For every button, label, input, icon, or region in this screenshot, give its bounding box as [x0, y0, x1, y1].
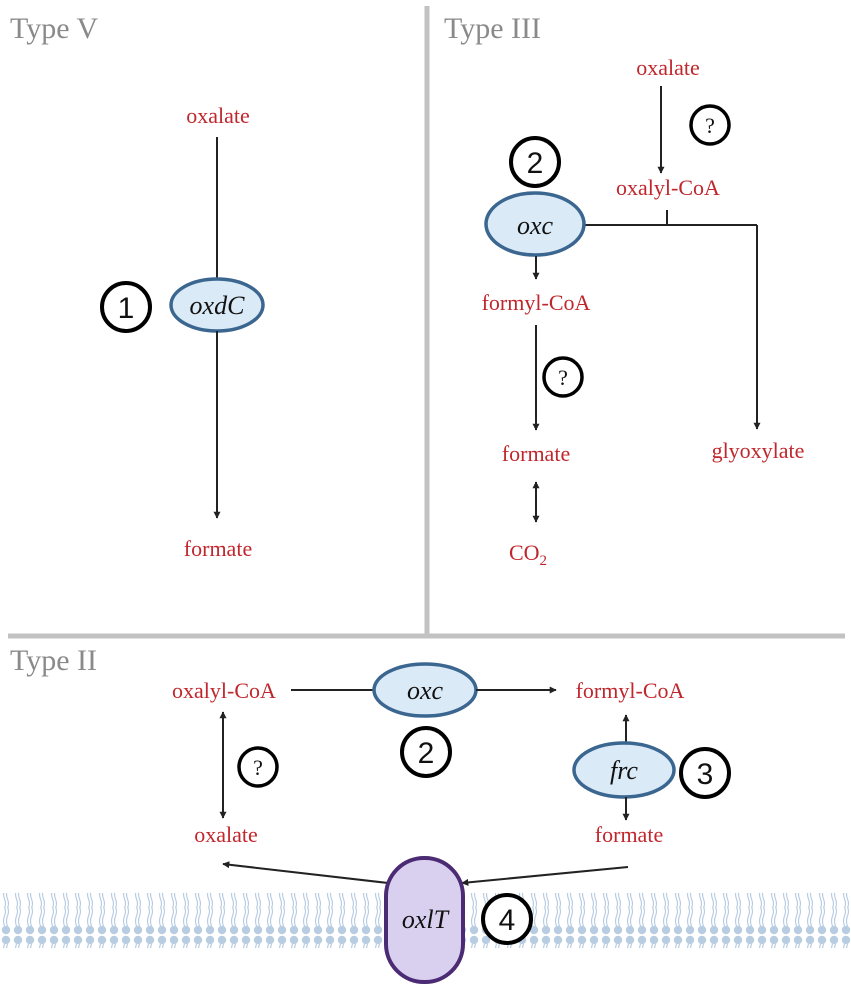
- unknown-step-badge: [689, 104, 731, 146]
- transporter-oxlt: [384, 856, 465, 984]
- unknown-step-mark: ?: [705, 113, 715, 138]
- unknown-step-mark: ?: [253, 755, 263, 780]
- step-number-3: 3: [697, 758, 714, 791]
- panel-title-type-iii: Type III: [444, 12, 541, 45]
- step-number-2: 2: [527, 147, 544, 180]
- arrow-oxlt-to-oxalate: [222, 861, 389, 884]
- enzyme-oxdc-label: oxdC: [190, 291, 246, 320]
- metabolite-formyl-coa: formyl-CoA: [576, 678, 685, 703]
- metabolite-oxalate: oxalate: [186, 103, 250, 128]
- step-number-badge: [100, 281, 152, 333]
- metabolite-formate: formate: [502, 441, 570, 466]
- step-number-badge: [481, 893, 533, 945]
- enzyme-oxc-label: oxc: [407, 676, 444, 705]
- metabolite-oxalyl-coa: oxalyl-CoA: [616, 175, 720, 200]
- enzyme-frc-label: frc: [610, 756, 638, 785]
- step-number-2: 2: [418, 737, 435, 770]
- metabolite-glyoxylate: glyoxylate: [712, 438, 805, 463]
- step-number-badge: [509, 136, 561, 188]
- metabolite-formyl-coa: formyl-CoA: [482, 290, 591, 315]
- panel-type-ii: Type II oxalyl-CoA oxc formyl-CoA 2 ? ox…: [0, 644, 851, 984]
- metabolite-formate: formate: [184, 536, 252, 561]
- panel-type-iii: Type III oxalate ? oxalyl-CoA 2 oxc form…: [444, 12, 804, 569]
- panel-title-type-v: Type V: [10, 12, 99, 45]
- unknown-step-badge: [542, 356, 584, 398]
- unknown-step-mark: ?: [558, 365, 568, 390]
- panel-type-v: Type V oxalate oxdC 1 formate: [10, 12, 265, 561]
- enzyme-frc: [572, 741, 676, 799]
- enzyme-oxc-label: oxc: [517, 211, 554, 240]
- panel-title-type-ii: Type II: [10, 644, 97, 677]
- metabolite-oxalate: oxalate: [194, 822, 258, 847]
- metabolite-formate: formate: [595, 822, 663, 847]
- step-number-4: 4: [499, 904, 516, 937]
- step-number-1: 1: [118, 292, 135, 325]
- arrow-formate-into-oxlt: [461, 866, 629, 886]
- transporter-oxlt-label: oxlT: [402, 905, 450, 934]
- enzyme-oxc: [484, 191, 586, 257]
- unknown-step-badge: [237, 746, 279, 788]
- metabolite-oxalate: oxalate: [636, 55, 700, 80]
- metabolite-oxalyl-coa: oxalyl-CoA: [172, 678, 276, 703]
- step-number-badge: [400, 726, 452, 778]
- metabolite-co2: CO2: [509, 540, 547, 569]
- step-number-badge: [679, 747, 731, 799]
